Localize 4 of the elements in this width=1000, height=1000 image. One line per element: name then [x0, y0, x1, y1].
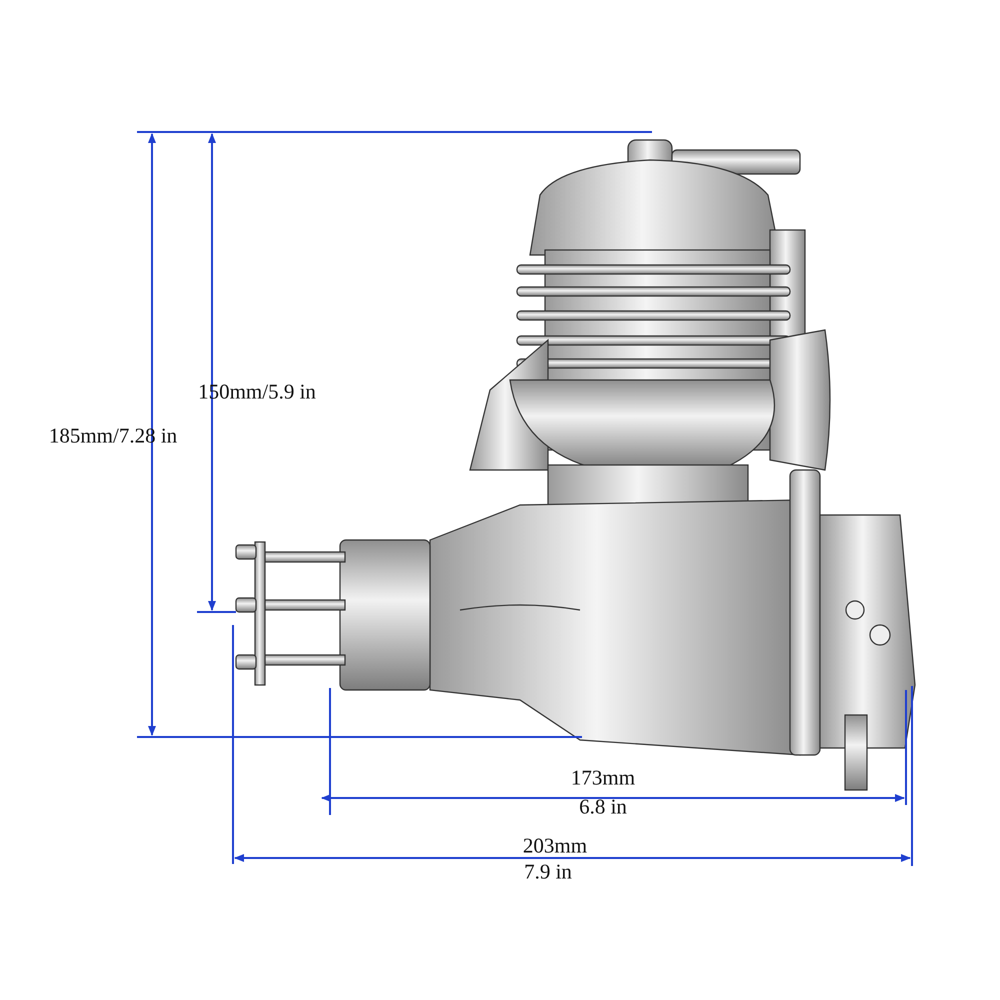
dimension-label: 173mm [570, 768, 636, 788]
dimension-label: 7.9 in [524, 862, 572, 882]
dimension-label: 6.8 in [579, 796, 627, 818]
dimension-label: 203mm [522, 836, 588, 856]
